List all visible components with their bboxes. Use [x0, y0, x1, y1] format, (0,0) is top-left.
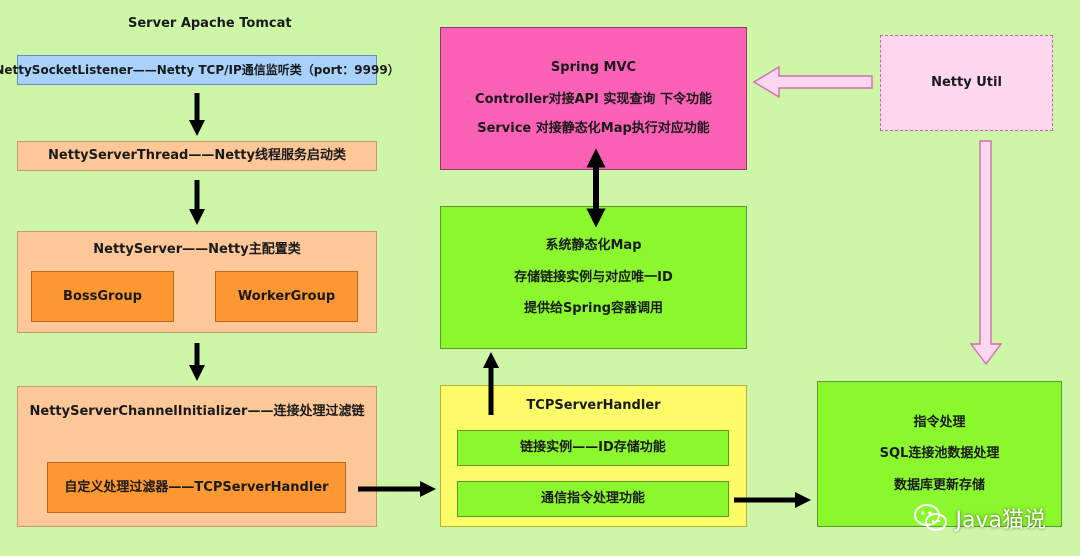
server-title: Server Apache Tomcat	[128, 16, 292, 31]
command-processing-label: 通信指令处理功能	[540, 491, 645, 507]
watermark: Java猫说	[913, 502, 1046, 534]
static-map-line-3: 提供给Spring容器调用	[523, 301, 664, 317]
static-map-line-1: 系统静态化Map	[545, 238, 642, 254]
boss-group-label: BossGroup	[63, 288, 142, 304]
wechat-icon	[913, 504, 947, 531]
custom-filter-box: 自定义处理过滤器——TCPServerHandler	[47, 462, 346, 513]
custom-filter-label: 自定义处理过滤器——TCPServerHandler	[64, 479, 329, 495]
spring-mvc-box: Spring MVC Controller对接API 实现查询 下令功能 Ser…	[440, 27, 747, 170]
command-handling-line-3: 数据库更新存储	[893, 477, 985, 493]
spring-mvc-service-line: Service 对接静态化Map执行对应功能	[477, 121, 710, 137]
link-instance-label: 链接实例——ID存储功能	[520, 440, 666, 456]
command-handling-box: 指令处理 SQL连接池数据处理 数据库更新存储	[817, 381, 1062, 527]
spring-mvc-controller-line: Controller对接API 实现查询 下令功能	[475, 91, 712, 107]
netty-server-thread-box: NettyServerThread——Netty线程服务启动类	[17, 141, 377, 171]
command-handling-line-1: 指令处理	[913, 414, 966, 430]
netty-server-thread-label: NettyServerThread——Netty线程服务启动类	[48, 148, 346, 164]
spring-mvc-title: Spring MVC	[550, 60, 637, 76]
boss-group-box: BossGroup	[31, 271, 174, 322]
command-handling-line-2: SQL连接池数据处理	[879, 446, 1000, 462]
static-map-line-2: 存储链接实例与对应唯一ID	[514, 269, 673, 285]
arrow-util-to-spring	[752, 65, 873, 99]
arrow-util-to-command	[969, 140, 1003, 366]
netty-util-box: Netty Util	[880, 35, 1053, 131]
netty-server-title: NettyServer——Netty主配置类	[93, 242, 301, 257]
tcp-server-handler-title: TCPServerHandler	[526, 398, 661, 413]
channel-initializer-title: NettyServerChannelInitializer——连接处理过滤链	[29, 404, 365, 419]
netty-util-label: Netty Util	[931, 75, 1002, 91]
link-instance-box: 链接实例——ID存储功能	[457, 430, 729, 466]
watermark-text: Java猫说	[955, 508, 1046, 533]
worker-group-label: WorkerGroup	[237, 288, 336, 304]
netty-socket-listener-box: NettySocketListener——Netty TCP/IP通信监听类（p…	[0, 55, 400, 85]
worker-group-box: WorkerGroup	[215, 271, 358, 322]
command-processing-box: 通信指令处理功能	[457, 481, 729, 517]
netty-socket-listener-label: NettySocketListener——Netty TCP/IP通信监听类（p…	[0, 62, 400, 77]
